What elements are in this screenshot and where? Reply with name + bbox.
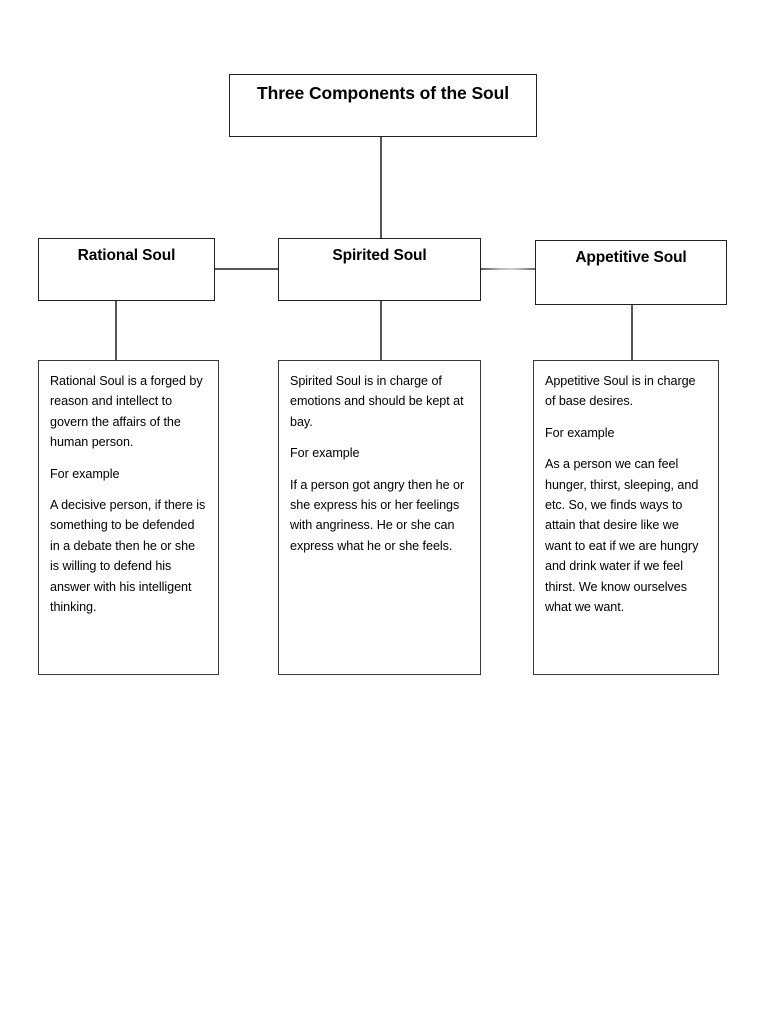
connector-rational-to-body [115,301,117,360]
appetitive-example-heading: For example [545,425,615,440]
node-appetitive-soul: Appetitive Soul [535,240,727,305]
connector-title-to-spirited [380,137,382,238]
node-appetitive-soul-label: Appetitive Soul [575,249,687,266]
node-spirited-soul-label: Spirited Soul [332,247,427,264]
body-appetitive-soul: Appetitive Soul is in charge of base des… [533,360,719,675]
spirited-definition-text: Spirited Soul is in charge of emotions a… [290,374,464,429]
connector-spirited-to-appetitive [481,268,535,270]
diagram-title-node: Three Components of the Soul [229,74,537,137]
node-rational-soul-label: Rational Soul [77,247,176,264]
body-spirited-soul: Spirited Soul is in charge of emotions a… [278,360,481,675]
connector-spirited-to-body [380,301,382,360]
rational-definition-text: Rational Soul is a forged by reason and … [50,374,203,450]
appetitive-example-text: As a person we can feel hunger, thirst, … [545,457,699,614]
body-rational-soul: Rational Soul is a forged by reason and … [38,360,219,675]
node-spirited-soul: Spirited Soul [278,238,481,301]
node-rational-soul: Rational Soul [38,238,215,301]
connector-rational-to-spirited [215,268,278,270]
connector-appetitive-to-body [631,305,633,360]
rational-example-text: A decisive person, if there is something… [50,497,206,614]
spirited-example-text: If a person got angry then he or she exp… [290,477,465,553]
appetitive-definition-text: Appetitive Soul is in charge of base des… [545,374,696,409]
rational-example-heading: For example [50,466,120,481]
diagram-title-label: Three Components of the Soul [257,83,509,103]
spirited-example-heading: For example [290,446,360,461]
